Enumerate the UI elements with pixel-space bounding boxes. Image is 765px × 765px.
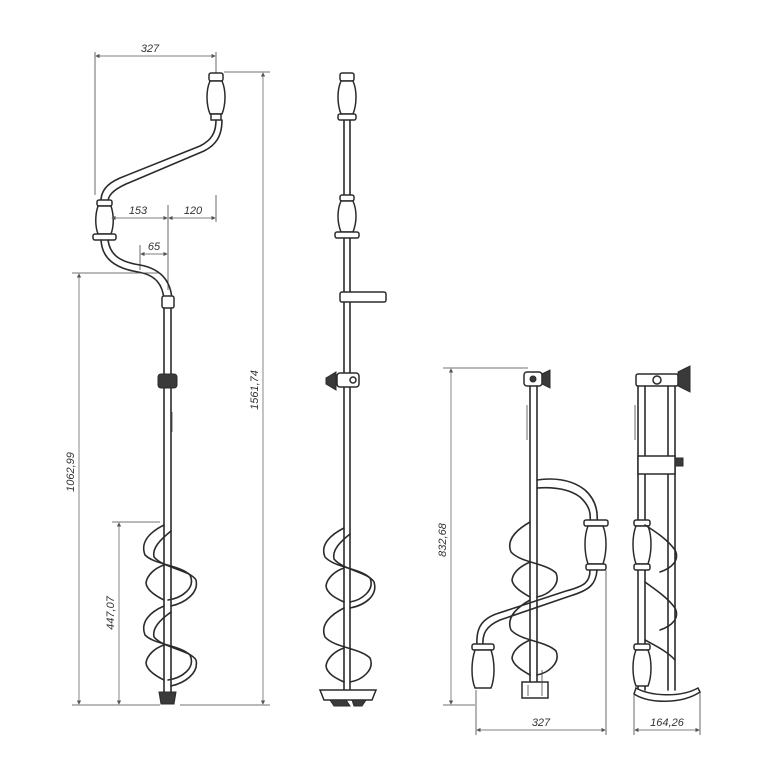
- side-top-handle: [337, 72, 357, 121]
- dimension-crank-width-top: 327: [94, 43, 217, 195]
- crank-grip: [92, 199, 117, 241]
- view-front-extended: 327 153 120 65: [65, 43, 270, 706]
- top-handle: [206, 72, 226, 121]
- dimension-folded-width: 327: [475, 570, 607, 735]
- dimension-folded-depth: 164,26: [633, 692, 701, 735]
- main-shaft: [157, 307, 178, 699]
- dim-label-folded-depth: 164,26: [650, 717, 685, 729]
- side-folded-grip: [632, 519, 652, 571]
- side-folded-knob: [674, 457, 684, 467]
- folded-blade: [521, 670, 549, 699]
- side-blade: [318, 689, 378, 707]
- dim-label-offset-c: 65: [148, 241, 161, 253]
- side-folded-top: [635, 365, 691, 393]
- side-grip: [334, 194, 360, 239]
- dim-label-folded-height: 832,68: [437, 522, 449, 557]
- side-clamp: [325, 371, 360, 391]
- side-crank-stub: [339, 291, 387, 303]
- dimension-offsets: 153 120 65: [111, 195, 217, 290]
- dimension-total-height: 1561,74: [180, 71, 270, 706]
- folded-bottom-handle: [471, 643, 495, 689]
- side-folded-blade: [633, 686, 701, 702]
- view-front-folded: 832,68: [437, 367, 609, 735]
- dim-label-folded-width: 327: [532, 717, 551, 729]
- side-auger-spiral: [323, 527, 376, 683]
- auger-spiral: [143, 524, 198, 705]
- folded-crank: [476, 478, 609, 647]
- folded-auger-spiral: [509, 521, 558, 676]
- dim-label-lower-height: 1062,99: [65, 452, 77, 492]
- dimension-lower-height: 1062,99: [65, 272, 160, 706]
- crank-arm: [100, 119, 223, 205]
- dimension-folded-height: 832,68: [437, 367, 528, 706]
- folded-top-clamp: [523, 369, 551, 389]
- side-folded-bracket: [637, 455, 676, 475]
- view-side-extended: [318, 72, 387, 707]
- dim-label-offset-a: 153: [129, 205, 148, 217]
- dim-label-total-height: 1561,74: [249, 370, 261, 410]
- side-folded-spiral: [644, 524, 678, 661]
- side-folded-handle: [632, 643, 652, 687]
- dimension-blade-height: 447,07: [105, 521, 160, 705]
- dim-label-blade-height: 447,07: [105, 595, 117, 630]
- dim-label-offset-b: 120: [184, 205, 203, 217]
- crank-lower-bend: [100, 239, 175, 309]
- dim-label-crank-width-top: 327: [141, 43, 160, 55]
- view-side-folded: 164,26: [632, 365, 701, 735]
